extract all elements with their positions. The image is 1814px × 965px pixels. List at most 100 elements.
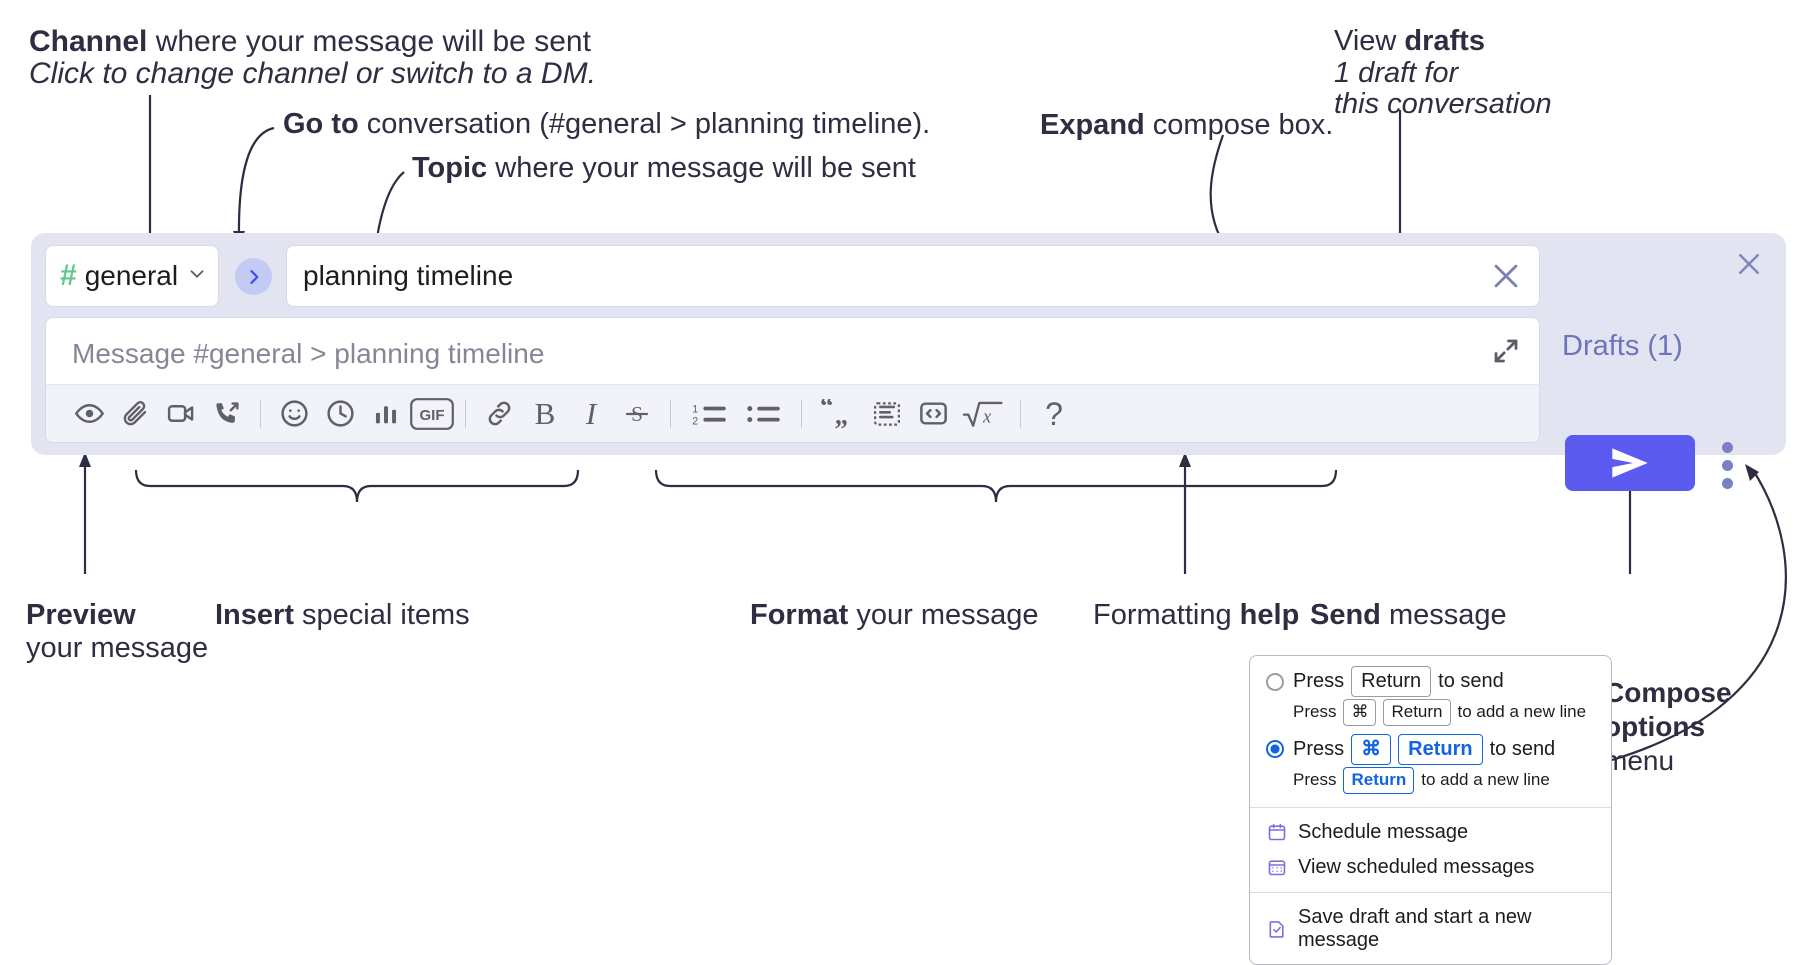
- annotation-formatting-help: Formatting help: [1093, 596, 1299, 634]
- vertical-dots-icon-dot: [1722, 478, 1733, 489]
- menu-divider: [1250, 891, 1611, 893]
- annotation-preview-bold: Preview: [26, 599, 136, 631]
- compose-header-row: # general planning timeline: [45, 245, 1540, 307]
- preview-message-button[interactable]: [66, 391, 112, 437]
- close-compose-icon[interactable]: [1734, 249, 1764, 284]
- to-send-word: to send: [1489, 737, 1556, 760]
- press-word: Press: [1293, 702, 1337, 722]
- annotation-format: Format your message: [750, 596, 1039, 634]
- annotation-compose-options-line3: menu: [1604, 743, 1674, 780]
- message-input-area[interactable]: Message #general > planning timeline: [45, 317, 1540, 443]
- annotation-expand-rest: compose box.: [1144, 109, 1334, 141]
- annotation-drafts-line1: View drafts: [1334, 22, 1485, 60]
- gif-label: GIF: [420, 407, 445, 424]
- strikethrough-button[interactable]: S: [614, 391, 660, 437]
- topic-value: planning timeline: [303, 260, 514, 291]
- menu-item-view-scheduled[interactable]: View scheduled messages: [1250, 850, 1611, 885]
- key-command: ⌘: [1351, 733, 1392, 765]
- annotation-drafts-line2-italic: 1 draft for: [1334, 57, 1459, 89]
- svg-text:1: 1: [692, 403, 698, 415]
- key-command: ⌘: [1343, 699, 1377, 726]
- svg-text:2: 2: [692, 415, 698, 427]
- annotation-channel-line1-bold: Channel: [29, 25, 148, 58]
- bulleted-list-button[interactable]: [737, 391, 791, 437]
- annotation-topic: Topic where your message will be sent: [412, 149, 916, 187]
- smiley-face-icon: [280, 400, 308, 427]
- topic-input[interactable]: planning timeline: [286, 245, 1540, 307]
- create-poll-button[interactable]: [363, 391, 409, 437]
- italic-icon: I: [585, 396, 597, 431]
- svg-text:x: x: [982, 406, 992, 426]
- square-root-x-icon: x: [962, 401, 1003, 427]
- document-check-icon: [1267, 919, 1287, 939]
- annotation-compose-options-bold2: options: [1604, 711, 1706, 742]
- annotation-format-bold: Format: [750, 599, 849, 631]
- code-block-icon: [874, 401, 900, 426]
- send-option-return[interactable]: Press Return to send: [1250, 664, 1611, 697]
- compose-options-button[interactable]: [1722, 442, 1733, 489]
- toolbar-divider: [260, 399, 261, 428]
- key-return: Return: [1351, 666, 1432, 697]
- math-latex-button[interactable]: x: [956, 391, 1010, 437]
- bulleted-list-icon: [747, 405, 780, 422]
- emoji-button[interactable]: [271, 391, 317, 437]
- annotation-insert-rest: special items: [293, 599, 470, 631]
- annotation-formatting-help-rest: Formatting: [1093, 599, 1240, 631]
- calendar-icon: [1267, 822, 1287, 842]
- send-message-button[interactable]: [1565, 435, 1695, 491]
- menu-item-save-draft[interactable]: Save draft and start a new message: [1250, 900, 1611, 958]
- annotation-drafts-line1-rest: View: [1334, 25, 1405, 57]
- clock-icon: [326, 400, 354, 427]
- clear-topic-icon[interactable]: [1489, 259, 1523, 293]
- radio-selected[interactable]: [1266, 740, 1284, 759]
- schedule-send-button[interactable]: [317, 391, 363, 437]
- annotation-compose-options-line2: options: [1604, 709, 1705, 746]
- bar-chart-icon: [375, 405, 397, 423]
- annotation-channel-line1: Channel where your message will be sent: [29, 22, 591, 62]
- send-option-cmd-return[interactable]: Press ⌘ Return to send: [1250, 732, 1611, 765]
- goto-conversation-button[interactable]: [235, 258, 272, 295]
- question-mark-icon: ?: [1045, 395, 1063, 432]
- radio-unselected[interactable]: [1266, 672, 1284, 691]
- annotation-drafts-line3: this conversation: [1334, 85, 1552, 123]
- code-block-button[interactable]: [864, 391, 910, 437]
- annotation-send-rest: message: [1380, 599, 1507, 631]
- attach-file-button[interactable]: [112, 391, 158, 437]
- formatting-help-button[interactable]: ?: [1031, 391, 1077, 437]
- compose-panel: # general planning timeline Message #gen…: [31, 233, 1786, 455]
- annotation-channel-line2: Click to change channel or switch to a D…: [29, 54, 596, 94]
- annotation-drafts-line1-bold: drafts: [1404, 25, 1485, 57]
- annotation-send: Send message: [1310, 596, 1507, 634]
- italic-button[interactable]: I: [568, 391, 614, 437]
- drafts-link[interactable]: Drafts (1): [1562, 330, 1683, 362]
- press-word: Press: [1293, 670, 1345, 692]
- bold-button[interactable]: B: [522, 391, 568, 437]
- to-send-word: to send: [1438, 670, 1504, 692]
- annotation-drafts-line3-italic: this conversation: [1334, 88, 1552, 120]
- compose-options-menu: Press Return to send Press ⌘ Return to a…: [1249, 655, 1612, 965]
- annotation-expand-bold: Expand: [1040, 109, 1145, 141]
- vertical-dots-icon-dot: [1722, 460, 1733, 471]
- expand-compose-icon[interactable]: [1491, 336, 1521, 371]
- insert-link-button[interactable]: [476, 391, 522, 437]
- annotation-preview-line2-text: your message: [26, 632, 209, 664]
- send-option-cmd-return-sub: Press Return to add a new line: [1250, 765, 1611, 800]
- ordered-list-button[interactable]: 1 2: [681, 391, 737, 437]
- send-option-return-sub: Press ⌘ Return to add a new line: [1250, 697, 1611, 732]
- hash-icon: #: [60, 259, 77, 292]
- newline-word: to add a new line: [1421, 770, 1550, 790]
- message-placeholder: Message #general > planning timeline: [72, 338, 545, 369]
- menu-item-schedule-message[interactable]: Schedule message: [1250, 815, 1611, 850]
- annotation-drafts-line2: 1 draft for: [1334, 54, 1458, 92]
- inline-code-button[interactable]: [910, 391, 956, 437]
- menu-item-label: Save draft and start a new message: [1298, 905, 1532, 951]
- record-video-clip-button[interactable]: [158, 391, 204, 437]
- annotation-send-bold: Send: [1310, 599, 1381, 631]
- record-audio-clip-button[interactable]: [204, 391, 250, 437]
- annotation-goto: Go to conversation (#general > planning …: [283, 105, 930, 143]
- insert-gif-button[interactable]: GIF: [409, 391, 455, 437]
- quote-marks-icon: “ „: [820, 399, 848, 429]
- channel-selector[interactable]: # general: [45, 245, 219, 307]
- blockquote-button[interactable]: “ „: [812, 391, 864, 437]
- annotation-channel-line2-italic: Click to change channel or switch to a D…: [29, 57, 596, 90]
